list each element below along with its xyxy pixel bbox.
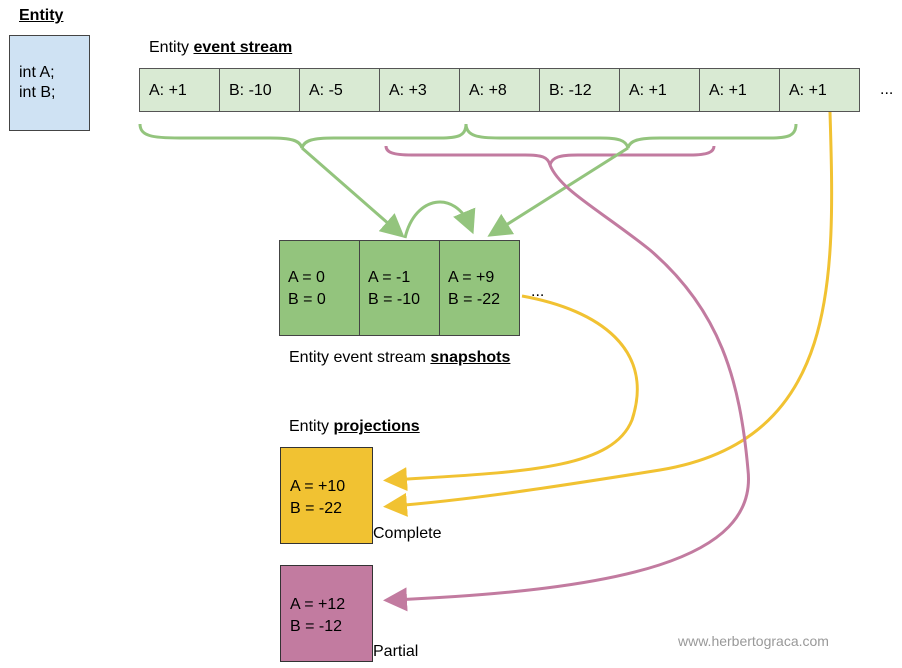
snapshot-b: B = -22 [448,291,501,308]
green-arrow-snapshot-to-snapshot [403,200,476,239]
event-stream: A: +1 B: -10 A: -5 A: +3 A: +8 B: -12 A:… [139,68,860,112]
green-brace-right [464,123,798,149]
snapshots-label: Entity event stream snapshots [289,348,510,368]
event-stream-label: Entity event stream [149,38,292,58]
snapshots-label-emphasis: snapshots [430,349,511,366]
event-cell: A: +1 [619,68,700,112]
watermark: www.herbertograca.com [678,633,829,649]
snapshot-b: B = 0 [288,291,326,308]
snapshots-ellipsis: ... [531,283,545,300]
event-stream-label-prefix: Entity [149,39,194,56]
snapshot-a: A = +9 [448,269,495,286]
snapshot-a: A = -1 [368,269,411,286]
entity-field-a: int A; [19,64,55,81]
projections-label-emphasis: projections [333,418,420,435]
event-cell: A: +3 [379,68,460,112]
yellow-arrow-from-event [383,111,834,517]
projection-partial: A = +12 B = -12 [280,565,373,662]
event-cell: A: -5 [299,68,380,112]
snapshot-cell: A = -1 B = -10 [359,240,440,336]
event-cell: A: +1 [699,68,780,112]
entity-box: int A; int B; [9,35,90,131]
projections-label: Entity projections [289,417,420,437]
event-cell: A: +8 [459,68,540,112]
event-cell: A: +1 [139,68,220,112]
green-brace-left [138,123,468,149]
projection-complete: A = +10 B = -22 [280,447,373,544]
event-stream-ellipsis: ... [880,81,894,98]
event-stream-label-emphasis: event stream [193,39,293,56]
projections-label-prefix: Entity [289,418,334,435]
snapshot-cell: A = 0 B = 0 [279,240,360,336]
projection-complete-caption: Complete [373,525,442,542]
snapshots-label-prefix: Entity event stream [289,349,431,366]
projection-complete-a: A = +10 [290,478,346,495]
snapshot-a: A = 0 [288,269,325,286]
projection-partial-caption: Partial [373,643,419,660]
event-cell: A: +1 [779,68,860,112]
projection-partial-a: A = +12 [290,596,346,613]
purple-brace [384,145,716,166]
entity-title: Entity [19,7,64,24]
projection-complete-b: B = -22 [290,500,343,517]
green-arrow-to-snapshot-1 [301,146,405,238]
event-cell: B: -10 [219,68,300,112]
snapshot-b: B = -10 [368,291,421,308]
green-arrow-to-snapshot-2 [487,146,629,237]
entity-field-b: int B; [19,84,56,101]
yellow-arrow-from-snapshot [383,294,639,492]
snapshot-cell: A = +9 B = -22 [439,240,520,336]
purple-arrow-to-partial [383,164,750,612]
event-cell: B: -12 [539,68,620,112]
projection-partial-b: B = -12 [290,618,343,635]
snapshots-row: A = 0 B = 0 A = -1 B = -10 A = +9 B = -2… [279,240,520,336]
